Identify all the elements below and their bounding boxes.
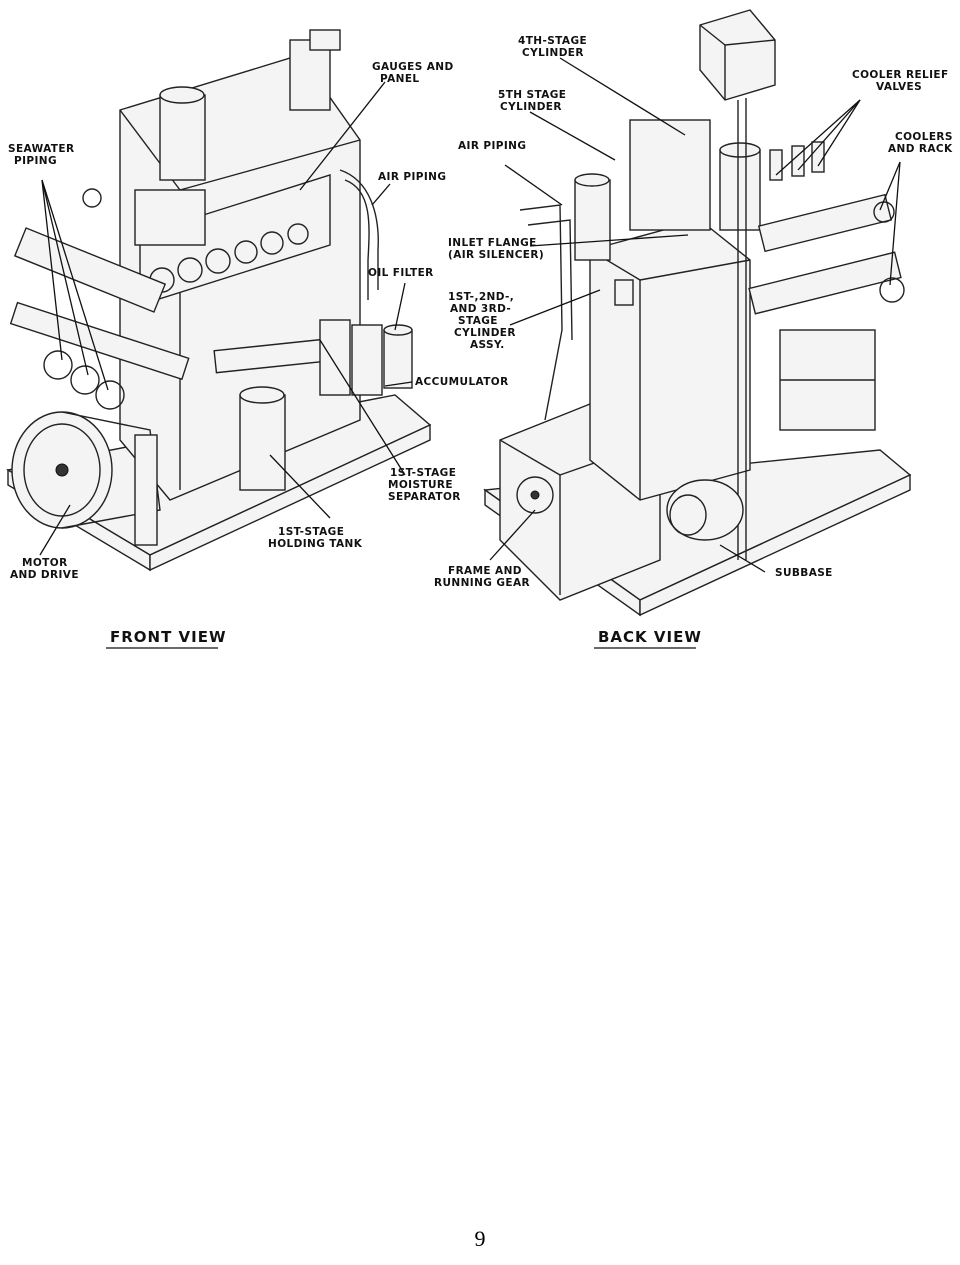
front-view-illustration: [6, 29, 432, 572]
leader-lines: [39, 57, 901, 573]
label-accumulator: ACCUMULATOR: [415, 376, 509, 388]
label-frame-and-running-gear: FRAME AND RUNNING GEAR: [434, 565, 530, 589]
label-air-piping-back: AIR PIPING: [458, 140, 526, 152]
label-holding-tank: 1ST-STAGE HOLDING TANK: [268, 526, 363, 550]
label-seawater-piping: SEAWATER PIPING: [8, 143, 79, 167]
label-coolers-and-rack: COOLERS AND RACK: [888, 131, 957, 155]
page-number: 9: [474, 1226, 486, 1251]
label-inlet-flange: INLET FLANGE (AIR SILENCER): [448, 237, 544, 261]
label-5th-stage-cylinder: 5TH STAGE CYLINDER: [498, 89, 570, 113]
label-air-piping-front: AIR PIPING: [378, 171, 446, 183]
view-titles: FRONT VIEW BACK VIEW: [106, 628, 702, 649]
label-gauges-and-panel: GAUGES AND PANEL: [372, 61, 458, 85]
label-cooler-relief-valves: COOLER RELIEF VALVES: [852, 69, 953, 93]
label-cylinder-assy: 1ST-,2ND-, AND 3RD- STAGE CYLINDER ASSY.: [448, 291, 520, 351]
label-moisture-separator: 1ST-STAGE MOISTURE SEPARATOR: [388, 467, 461, 503]
label-motor-and-drive: MOTOR AND DRIVE: [10, 557, 79, 581]
callout-labels: SEAWATER PIPING GAUGES AND PANEL AIR PIP…: [8, 35, 957, 589]
front-view-title: FRONT VIEW: [110, 628, 227, 646]
back-view-illustration: [483, 9, 912, 617]
label-4th-stage-cylinder: 4TH-STAGE CYLINDER: [518, 35, 591, 59]
label-subbase: SUBBASE: [775, 567, 833, 579]
label-oil-filter: OIL FILTER: [368, 267, 434, 279]
compressor-diagram: SEAWATER PIPING GAUGES AND PANEL AIR PIP…: [6, 9, 957, 649]
back-view-title: BACK VIEW: [598, 628, 702, 646]
